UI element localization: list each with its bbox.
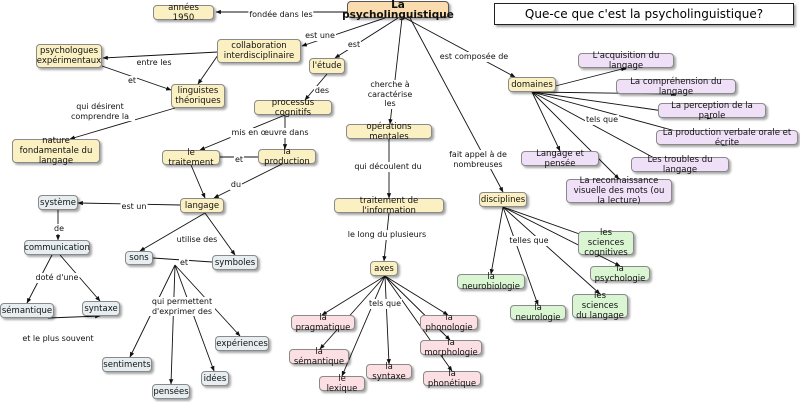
node-perception-parole[interactable]: La perception de la parole	[658, 101, 766, 121]
node-systeme[interactable]: système	[38, 195, 78, 210]
connector-line-11	[213, 163, 283, 199]
node-linguistes[interactable]: linguistes théoriques	[171, 84, 225, 108]
connector-line-2	[334, 17, 399, 59]
link-est-un: est un	[120, 202, 148, 212]
connector-line-46	[502, 206, 601, 295]
node-annees-1950[interactable]: années 1950	[153, 3, 214, 23]
node-la-neurobiologie[interactable]: la neurobiologie	[457, 272, 525, 292]
node-disciplines[interactable]: disciplines	[479, 192, 527, 207]
node-reconnaissance-visuelle[interactable]: La reconnaissance visuelle des mots (ou …	[566, 176, 672, 206]
link-utilise-des: utilise des	[175, 235, 219, 245]
connector-line-23	[174, 264, 215, 372]
link-tels-que-axes: tels que	[367, 299, 403, 309]
node-la-phonetique[interactable]: la phonétique	[423, 369, 481, 389]
node-le-traitement[interactable]: le traitement	[162, 148, 220, 168]
connector-line-45	[502, 206, 621, 267]
node-operations-mentales[interactable]: opérations mentales	[346, 122, 432, 142]
node-troubles-langage[interactable]: Les troubles du langage	[631, 155, 729, 175]
node-sciences-cognitives[interactable]: les sciences cognitives	[578, 228, 634, 258]
link-du: du	[229, 180, 243, 190]
node-production-verbale[interactable]: La production verbale orale et écrite	[656, 128, 798, 148]
node-la-pragmatique[interactable]: la pragmatique	[291, 313, 355, 333]
connector-line-35	[404, 17, 516, 78]
node-comprehension-langage[interactable]: La compréhension du langage	[616, 77, 736, 97]
connector-line-28	[321, 275, 386, 316]
connector-line-32	[384, 275, 449, 316]
link-et-2: et	[233, 155, 245, 165]
node-la-semantique[interactable]: la sémantique	[289, 347, 349, 367]
connector-line-47	[489, 206, 504, 275]
link-et-plus-souvent: et le plus souvent	[21, 334, 95, 344]
link-qui-decoulent: qui découlent du	[353, 162, 423, 172]
connector-line-4	[197, 54, 219, 85]
node-processus-cognitifs[interactable]: processus cognitifs	[254, 98, 332, 118]
node-sentiments[interactable]: sentiments	[102, 357, 152, 372]
connector-line-43	[531, 91, 620, 180]
link-des: des	[313, 86, 331, 96]
connector-line-34	[384, 275, 453, 372]
node-collaboration[interactable]: collaboration interdisciplinaire	[217, 39, 301, 63]
link-entre-les: entre les	[135, 58, 173, 68]
node-la-neurologie[interactable]: la neurologie	[510, 303, 566, 323]
link-fait-appel: fait appel à de nombreuses	[445, 150, 511, 169]
connector-line-16	[59, 254, 101, 302]
node-sciences-du-langage[interactable]: les sciences du langage	[572, 291, 628, 321]
connector-line-1	[301, 17, 386, 47]
link-cherche: cherche à caractérise les	[361, 80, 419, 109]
node-psychologues[interactable]: psychologues expérimentaux	[36, 44, 102, 68]
link-est-composee: est composée de	[438, 52, 510, 62]
connector-line-6	[69, 107, 176, 140]
link-le-long: le long du plusieurs	[346, 230, 428, 240]
connector-line-18	[139, 212, 206, 252]
link-et-1: et	[126, 76, 138, 86]
node-acquisition-langage[interactable]: L'acquisition du langage	[578, 51, 674, 71]
connector-line-48	[502, 206, 539, 306]
connector-line-22	[169, 264, 176, 385]
node-experiences[interactable]: expériences	[215, 336, 269, 351]
node-la-morphologie[interactable]: la morphologie	[420, 338, 482, 358]
node-pensees[interactable]: pensées	[152, 384, 190, 399]
node-la-phonologie[interactable]: la phonologie	[420, 313, 478, 333]
map-title: Que-ce que c'est la psycholinguistique?	[494, 3, 794, 25]
node-le-lexique[interactable]: le lexique	[319, 374, 365, 394]
link-qui-desirent: qui désirent comprendre la	[65, 102, 135, 121]
link-dote: doté d'une	[34, 273, 80, 283]
node-idees[interactable]: idées	[201, 371, 229, 386]
link-et-3: et	[178, 258, 190, 268]
link-telles-que: telles que	[508, 236, 550, 246]
connector-line-30	[341, 275, 386, 377]
link-est-une: est une	[304, 31, 336, 41]
link-fondee: fondée dans les	[248, 10, 314, 20]
connector-line-31	[384, 275, 391, 365]
connector-line-29	[319, 275, 386, 350]
link-est: est	[346, 40, 362, 50]
connector-line-17	[47, 314, 101, 319]
connector-line-19	[204, 212, 236, 256]
node-domaines[interactable]: domaines	[508, 77, 556, 92]
link-mis-en-oeuvre: mis en œuvre dans	[230, 128, 310, 138]
node-semantique-systeme[interactable]: sémantique	[0, 303, 54, 318]
link-de: de	[53, 224, 65, 234]
node-psycholinguistique[interactable]: La psycholinguistique	[342, 0, 454, 21]
node-langage-et-pensee[interactable]: Langage et pensée	[521, 149, 599, 169]
node-axes[interactable]: axes	[370, 261, 398, 276]
node-langage[interactable]: langage	[180, 198, 224, 213]
link-qui-permettent: qui permettent d'exprimer des	[149, 297, 215, 316]
connector-line-42	[531, 91, 561, 152]
node-la-syntaxe[interactable]: la syntaxe	[366, 362, 412, 382]
link-tels-que-domaines: tels que	[584, 115, 620, 125]
node-l-etude[interactable]: l'étude	[309, 58, 345, 74]
node-sons[interactable]: sons	[125, 251, 153, 265]
node-la-production[interactable]: la production	[258, 147, 316, 167]
node-nature-fondamentale[interactable]: nature fondamentale du langage	[12, 136, 100, 166]
node-symboles[interactable]: symboles	[212, 255, 258, 270]
node-communication[interactable]: communication	[24, 240, 90, 255]
connector-line-12	[190, 164, 206, 199]
node-syntaxe-systeme[interactable]: syntaxe	[82, 301, 120, 316]
node-traitement-information[interactable]: traitement de l'information	[334, 196, 444, 216]
connector-line-3	[102, 51, 219, 60]
node-la-psychologie[interactable]: la psychologie	[590, 264, 650, 284]
